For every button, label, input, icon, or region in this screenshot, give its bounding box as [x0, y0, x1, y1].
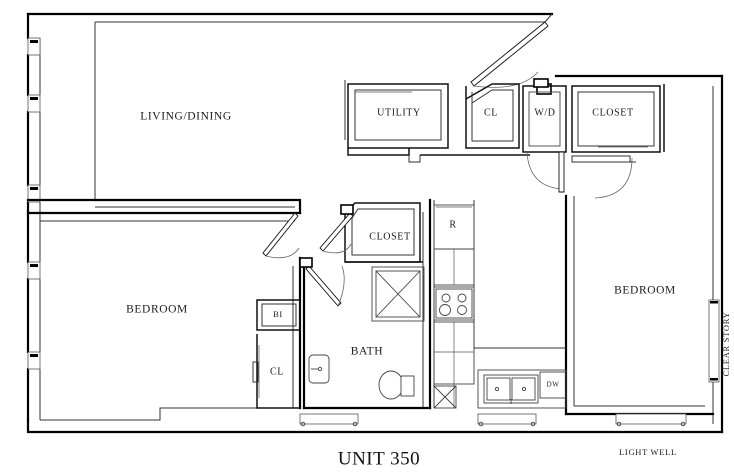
appliance-cooktop	[433, 286, 475, 321]
appliance-dishwasher	[539, 371, 567, 399]
kitchen-base-cabinets-lower	[433, 321, 475, 408]
door-closet-hall-leaf[interactable]	[319, 212, 354, 252]
window-left-5	[27, 351, 41, 370]
kitchen-counter-inner-edge	[473, 200, 566, 349]
closet-bed-slider[interactable]	[252, 361, 259, 383]
closet-right-slider-a[interactable]	[571, 155, 631, 163]
fixture-shower	[371, 266, 425, 322]
room-closet-entry	[465, 83, 520, 149]
door-bath-leaf[interactable]	[305, 265, 342, 307]
window-left-2	[27, 94, 41, 113]
wd-walls	[522, 85, 567, 153]
closet-hall-jamb	[340, 204, 354, 215]
window-left-1	[27, 37, 41, 56]
wd-door-leaf	[558, 151, 565, 193]
bath-door-jamb	[299, 257, 313, 268]
window-bottom-1	[299, 413, 359, 427]
fixture-bath-sink	[308, 354, 330, 384]
wall-bottom-outer	[26, 418, 724, 434]
window-bottom-2	[477, 413, 537, 427]
kitchen-base-cabinets-upper	[433, 248, 475, 286]
bottom-wall-windows	[299, 413, 687, 427]
room-kitchen	[433, 200, 567, 409]
bedroom-left-closets	[252, 299, 301, 409]
window-clear-story	[708, 299, 720, 383]
label-bath: BATH	[351, 346, 383, 358]
door-bedroom-left-swing	[265, 247, 300, 259]
plan-annotations: UNIT 350 LIGHT WELL CLEAR STORY	[338, 312, 731, 470]
closet-entry-inner	[471, 89, 514, 142]
entry-door-leaf[interactable]	[470, 21, 549, 87]
unit-title: UNIT 350	[338, 448, 420, 469]
label-closet-hall: CLOSET	[369, 231, 410, 242]
label-closet-right: CLOSET	[592, 107, 633, 118]
room-bath	[299, 198, 432, 410]
wall-living-bottom	[26, 198, 302, 215]
utility-bottom-notch-left	[347, 148, 410, 156]
door-bedroom-left[interactable]	[262, 212, 300, 259]
window-left-3	[27, 184, 41, 203]
wall-bottom-inner-left	[40, 407, 300, 421]
door-bath[interactable]	[305, 265, 345, 307]
room-closet-right	[571, 84, 665, 199]
utility-inner	[354, 89, 442, 141]
label-living-dining: LIVING/DINING	[140, 111, 231, 123]
left-wall-windows	[27, 37, 41, 370]
fixture-toilet	[378, 370, 415, 400]
window-left-4	[27, 261, 41, 280]
label-bedroom-right: BEDROOM	[614, 285, 676, 297]
label-washer-dryer: W/D	[534, 107, 555, 118]
wd-appliance	[528, 91, 561, 147]
room-bedroom-right	[564, 194, 720, 416]
door-bedroom-left-leaf[interactable]	[262, 212, 299, 257]
label-bedroom-left: BEDROOM	[126, 304, 188, 316]
label-clear-story: CLEAR STORY	[721, 312, 731, 377]
exterior-walls	[26, 12, 724, 434]
room-washer-dryer	[522, 78, 567, 193]
built-in-walls	[256, 299, 301, 331]
room-living-dining	[26, 80, 346, 215]
kitchen-sink-counter	[477, 369, 567, 409]
fixture-kitchen-sink	[483, 374, 539, 404]
closet-hall-inner	[351, 208, 415, 256]
room-labels: LIVING/DINING BEDROOM BEDROOM BATH UTILI…	[126, 107, 676, 389]
room-closet-hall	[319, 202, 421, 263]
door-closet-hall-swing	[322, 243, 352, 254]
label-utility: UTILITY	[377, 107, 421, 118]
label-closet-entry: CL	[484, 107, 498, 118]
entry-door-swing-arc	[473, 71, 539, 88]
label-dishwasher: DW	[547, 381, 560, 389]
closet-right-inner	[577, 91, 655, 147]
wd-top-jamb	[533, 78, 549, 88]
closet-right-swing	[594, 157, 633, 199]
utility-walls	[347, 83, 449, 149]
label-closet-bed: CL	[270, 366, 284, 377]
utility-notch	[408, 155, 421, 163]
door-bath-swing	[337, 265, 345, 307]
closet-entry-walls	[465, 83, 520, 149]
room-bedroom-left	[26, 211, 302, 420]
closet-bed-walls	[256, 334, 300, 409]
wd-door-swing	[526, 151, 562, 190]
door-closet-hall[interactable]	[319, 212, 354, 254]
kitchen-corner-cabinet	[433, 385, 457, 409]
wall-top-right-cap	[544, 13, 553, 23]
label-light-well: LIGHT WELL	[619, 447, 677, 457]
label-refrigerator: R	[449, 219, 456, 230]
closet-right-walls	[571, 85, 661, 153]
window-bottom-3	[615, 413, 687, 427]
entry-door[interactable]	[470, 21, 552, 95]
built-in-inner	[261, 303, 297, 327]
room-utility	[347, 83, 530, 163]
label-built-in: BI	[273, 309, 283, 319]
